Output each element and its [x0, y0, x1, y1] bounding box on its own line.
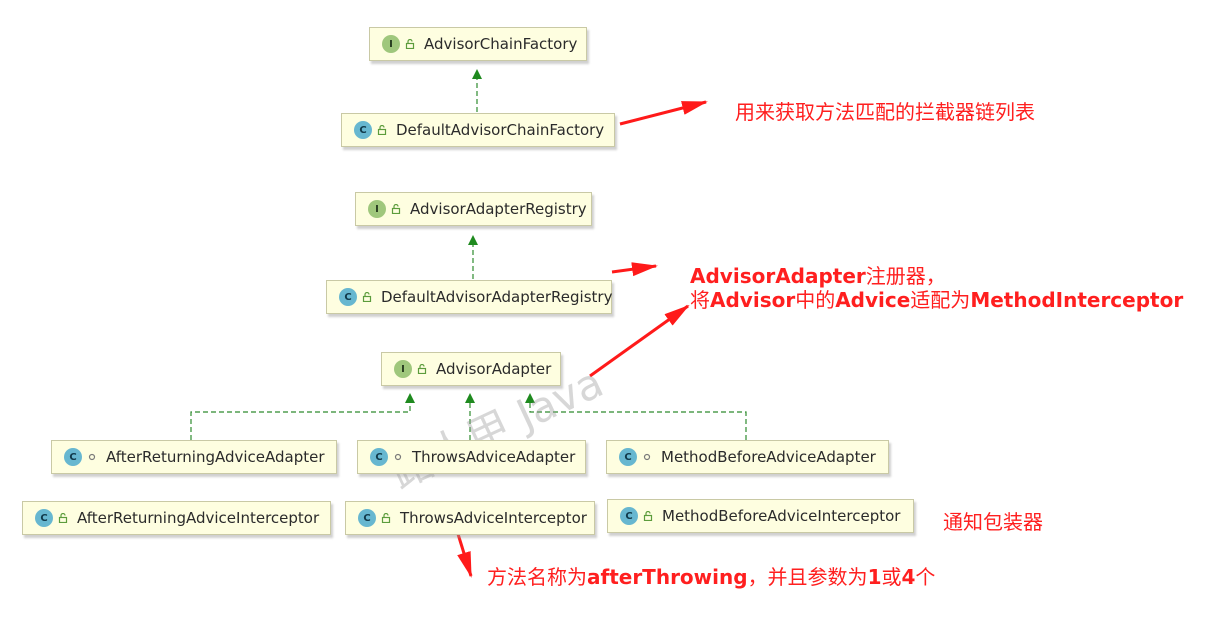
public-access-icon — [391, 204, 401, 214]
note-adapter-registry-line2: 将Advisor中的Advice适配为MethodInterceptor — [690, 288, 1183, 312]
note-text-bold: afterThrowing — [587, 565, 748, 589]
public-access-icon — [405, 39, 415, 49]
public-access-icon — [362, 292, 372, 302]
note-text-bold: AdvisorAdapter — [690, 264, 866, 288]
node-after-returning-advice-adapter[interactable]: C AfterReturningAdviceAdapter — [51, 440, 337, 474]
class-name: AdvisorChainFactory — [424, 34, 578, 53]
note-text-bold: Advisor — [710, 288, 796, 312]
implements-edge-after-returning — [190, 393, 415, 440]
note-text-bold: MethodInterceptor — [970, 288, 1184, 312]
note-text: 中的 — [795, 288, 836, 312]
public-access-icon — [417, 364, 427, 374]
interface-icon: I — [382, 35, 400, 53]
class-icon: C — [35, 509, 53, 527]
class-name: DefaultAdvisorAdapterRegistry — [381, 287, 613, 306]
class-icon: C — [64, 448, 82, 466]
class-name: AfterReturningAdviceInterceptor — [77, 508, 320, 527]
arrow-throws-note — [456, 533, 473, 578]
class-name: AdvisorAdapterRegistry — [410, 199, 587, 218]
node-after-returning-advice-interceptor[interactable]: C AfterReturningAdviceInterceptor — [22, 501, 331, 535]
note-text: 注册器， — [865, 264, 946, 288]
public-access-icon — [58, 513, 68, 523]
note-interceptors: 通知包装器 — [943, 510, 1043, 534]
arrow-adapter-registry-note — [611, 262, 658, 277]
class-name: MethodBeforeAdviceInterceptor — [662, 506, 901, 525]
class-icon: C — [354, 121, 372, 139]
note-text: 将 — [690, 288, 710, 312]
annotation-arrows — [456, 100, 708, 578]
public-access-icon — [377, 125, 387, 135]
class-icon: C — [358, 509, 376, 527]
class-name: AdvisorAdapter — [436, 359, 552, 378]
arrow-advisor-adapter-note — [589, 304, 690, 378]
node-throws-advice-adapter[interactable]: C ThrowsAdviceAdapter — [357, 440, 586, 474]
node-default-advisor-chain-factory[interactable]: C DefaultAdvisorChainFactory — [341, 113, 615, 147]
class-icon: C — [339, 288, 357, 306]
class-name: ThrowsAdviceAdapter — [412, 447, 576, 466]
node-advisor-adapter-registry[interactable]: I AdvisorAdapterRegistry — [355, 192, 592, 226]
note-text: 或 — [881, 565, 902, 589]
class-icon: C — [620, 507, 638, 525]
class-icon: C — [370, 448, 388, 466]
arrow-chain-factory-note — [619, 100, 708, 126]
implements-edges — [190, 69, 747, 440]
interface-icon: I — [368, 200, 386, 218]
public-access-icon — [381, 513, 391, 523]
public-access-icon — [643, 511, 653, 521]
note-text: 方法名称为 — [487, 565, 587, 589]
note-text-bold: 1 — [867, 565, 882, 589]
node-method-before-advice-adapter[interactable]: C MethodBeforeAdviceAdapter — [606, 440, 889, 474]
package-access-icon — [87, 452, 97, 462]
node-method-before-advice-interceptor[interactable]: C MethodBeforeAdviceInterceptor — [607, 499, 914, 533]
note-adapter-registry: AdvisorAdapter注册器， 将Advisor中的Advice适配为Me… — [690, 264, 1183, 312]
note-adapter-registry-line1: AdvisorAdapter注册器， — [690, 264, 1183, 288]
note-text: 个 — [915, 565, 936, 589]
class-name: DefaultAdvisorChainFactory — [396, 120, 605, 139]
interface-icon: I — [394, 360, 412, 378]
class-icon: C — [619, 448, 637, 466]
class-name: AfterReturningAdviceAdapter — [106, 447, 325, 466]
note-text-bold: Advice — [835, 288, 911, 312]
class-name: ThrowsAdviceInterceptor — [400, 508, 587, 527]
node-throws-advice-interceptor[interactable]: C ThrowsAdviceInterceptor — [345, 501, 595, 535]
package-access-icon — [393, 452, 403, 462]
node-advisor-adapter[interactable]: I AdvisorAdapter — [381, 352, 561, 386]
note-throws: 方法名称为afterThrowing，并且参数为1或4个 — [487, 561, 935, 590]
note-text: 适配为 — [910, 288, 971, 312]
note-text: ，并且参数为 — [747, 565, 868, 589]
class-name: MethodBeforeAdviceAdapter — [661, 447, 876, 466]
implements-edge-method-before — [525, 393, 747, 440]
package-access-icon — [642, 452, 652, 462]
note-chain-factory: 用来获取方法匹配的拦截器链列表 — [735, 100, 1035, 124]
node-default-advisor-adapter-registry[interactable]: C DefaultAdvisorAdapterRegistry — [326, 280, 612, 314]
note-text-bold: 4 — [901, 565, 916, 589]
node-advisor-chain-factory[interactable]: I AdvisorChainFactory — [369, 27, 587, 61]
